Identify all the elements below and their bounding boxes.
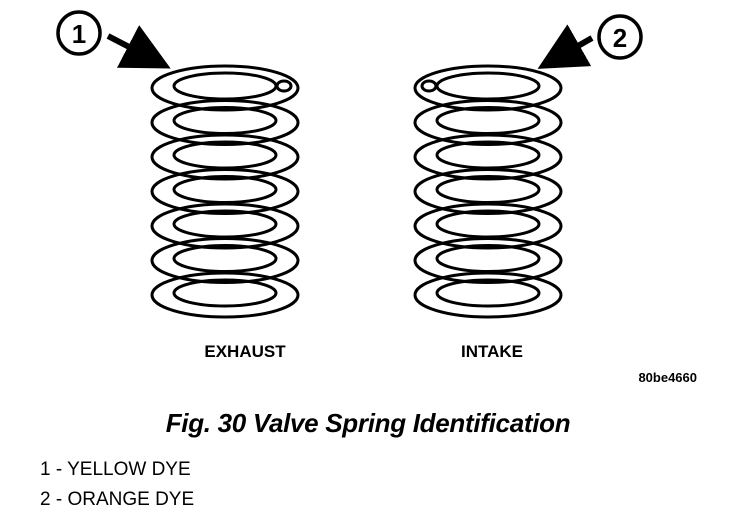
spring-coil — [150, 271, 300, 319]
exhaust-label: EXHAUST — [204, 342, 286, 361]
callout-2: 2 — [537, 14, 643, 69]
callout-1-arrow — [106, 25, 171, 69]
callout-1: 1 — [56, 10, 171, 69]
legend: 1 - YELLOW DYE 2 - ORANGE DYE — [40, 455, 194, 515]
intake-spring — [413, 64, 563, 319]
intake-label: INTAKE — [461, 342, 523, 361]
spring-coil — [413, 99, 563, 146]
spring-coil — [413, 64, 563, 112]
spring-coil — [150, 99, 300, 146]
callout-2-number: 2 — [613, 23, 627, 53]
legend-item-1: 1 - YELLOW DYE — [40, 459, 191, 480]
spring-coil — [413, 237, 563, 284]
spring-coil — [150, 64, 300, 112]
callout-2-circle — [597, 14, 643, 60]
spring-coil — [150, 237, 300, 284]
spring-coil — [150, 133, 300, 181]
spring-wire-end — [275, 79, 293, 93]
spring-coil — [413, 168, 563, 215]
spring-coil-inner — [172, 71, 278, 101]
spring-coil — [150, 202, 300, 250]
legend-item-2: 2 - ORANGE DYE — [40, 489, 195, 510]
callout-1-circle — [56, 10, 102, 56]
spring-coil — [413, 202, 563, 250]
spring-coil — [413, 271, 563, 319]
callout-2-arrow — [537, 24, 594, 69]
spring-wire-end — [420, 79, 438, 93]
spring-coil-inner — [435, 71, 541, 101]
exhaust-spring — [150, 64, 300, 319]
spring-coil-inner — [435, 278, 541, 308]
spring-coil — [150, 168, 300, 215]
spring-coil-inner — [172, 278, 278, 308]
figure-caption: Fig. 30 Valve Spring Identification — [165, 408, 571, 438]
spring-coil — [413, 133, 563, 181]
image-code: 80be4660 — [638, 370, 697, 385]
callout-1-number: 1 — [72, 19, 86, 49]
